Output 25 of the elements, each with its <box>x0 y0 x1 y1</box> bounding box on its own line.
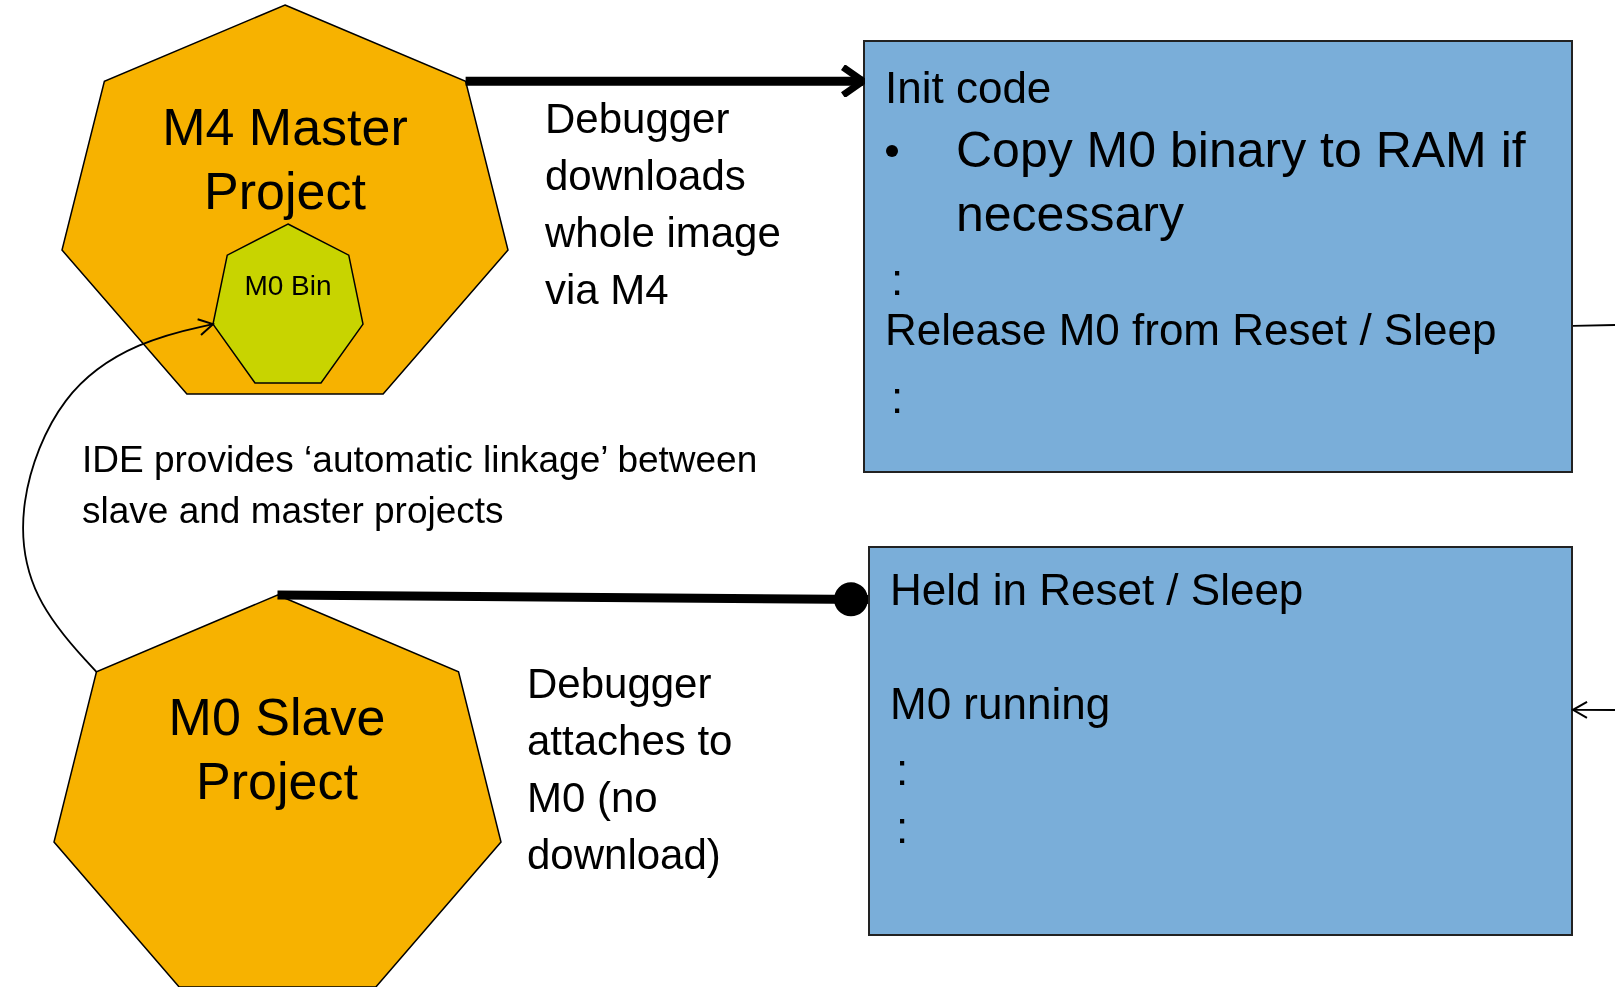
node-text: M0 running <box>890 678 1111 730</box>
line <box>1572 324 1615 327</box>
process-box <box>863 40 1573 473</box>
arrow <box>465 63 867 99</box>
arrow <box>1572 700 1615 719</box>
node-text: Held in Reset / Sleep <box>890 564 1304 616</box>
process-box <box>868 546 1573 936</box>
node-text: M0 Bin <box>243 269 333 303</box>
heptagon-node <box>54 595 501 987</box>
node-text: M0 Slave Project <box>167 687 387 812</box>
note-text: IDE provides ‘automatic linkage’ between slave and master projects <box>82 438 759 533</box>
node-text: : <box>896 802 909 854</box>
heptagon-node <box>213 224 363 383</box>
node-text: Copy M0 binary to RAM if necessary <box>956 121 1527 244</box>
node-text: M4 Master Project <box>161 97 409 222</box>
edge-label: Debugger attaches to M0 (no download) <box>527 659 734 880</box>
heptagon-node <box>62 5 508 394</box>
node-text: : <box>891 372 904 424</box>
connector <box>277 582 869 617</box>
node-text: Release M0 from Reset / Sleep <box>885 304 1497 356</box>
node-text: : <box>896 744 909 796</box>
edge-label: Debugger downloads whole image via M4 <box>545 94 782 315</box>
node-text: Init code <box>885 62 1052 114</box>
node-text: : <box>891 254 904 306</box>
arrow <box>22 318 214 673</box>
